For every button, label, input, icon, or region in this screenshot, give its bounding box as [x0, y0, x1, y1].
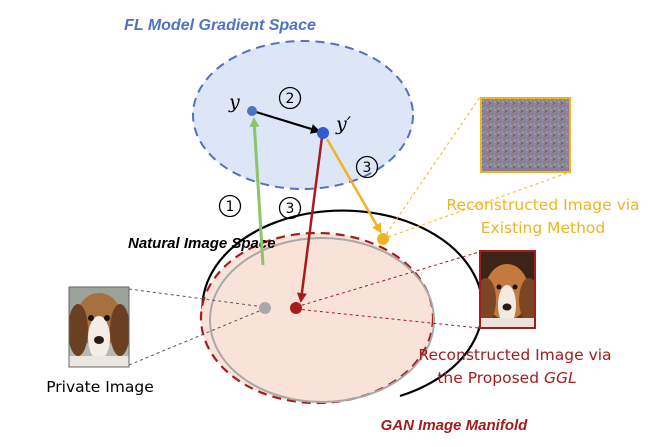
step-badge-1: 1 — [218, 194, 242, 218]
step-badge-2: 2 — [278, 86, 302, 110]
existing-image-link-left — [382, 96, 481, 240]
arrow-step3-red — [296, 136, 324, 303]
proposed-image-link-top — [295, 251, 480, 308]
private-image — [68, 286, 130, 368]
label-y: y — [228, 91, 240, 113]
proposed-label-line1: Reconstructed Image via — [418, 346, 611, 364]
step-3-red-number: 3 — [286, 201, 295, 217]
proposed-label-method: GGL — [544, 369, 577, 387]
existing-method-label-line1: Reconstructed Image via — [446, 196, 639, 214]
proposed-label-line2: the Proposed GGL — [437, 369, 576, 387]
arrow-step2-black — [255, 110, 321, 134]
gan-manifold-title: GAN Image Manifold — [381, 417, 529, 434]
proposed-image-link-bottom — [295, 308, 480, 329]
point-y — [247, 106, 257, 116]
gradient-space-title: FL Model Gradient Space — [124, 17, 316, 34]
proposed-label-prefix: the Proposed — [437, 369, 544, 387]
point-proposed — [290, 302, 302, 314]
existing-method-label-line2: Existing Method — [481, 219, 605, 237]
arrow-step3-gold — [325, 138, 382, 234]
proposed-reconstructed-image — [479, 250, 536, 329]
arrow-step1-green — [249, 117, 265, 266]
natural-image-inner-boundary — [209, 237, 435, 403]
private-image-link-top — [128, 288, 265, 308]
step-2-number: 2 — [286, 91, 295, 107]
step-3-gold-number: 3 — [363, 160, 372, 176]
point-private — [259, 302, 271, 314]
label-y-prime: y′ — [335, 113, 352, 135]
step-1-number: 1 — [226, 199, 235, 215]
step-badge-3-red: 3 — [278, 196, 302, 220]
natural-image-space-title: Natural Image Space — [128, 235, 276, 252]
private-image-label: Private Image — [46, 378, 154, 396]
gradient-space-region — [192, 40, 414, 190]
private-image-link-bottom — [128, 308, 265, 366]
point-existing — [377, 233, 389, 245]
step-badge-3-gold: 3 — [355, 155, 379, 179]
natural-image-space-boundary — [201, 209, 484, 398]
point-y-prime — [317, 127, 329, 139]
existing-method-reconstructed-image — [480, 97, 571, 173]
gan-manifold-region — [199, 231, 435, 405]
